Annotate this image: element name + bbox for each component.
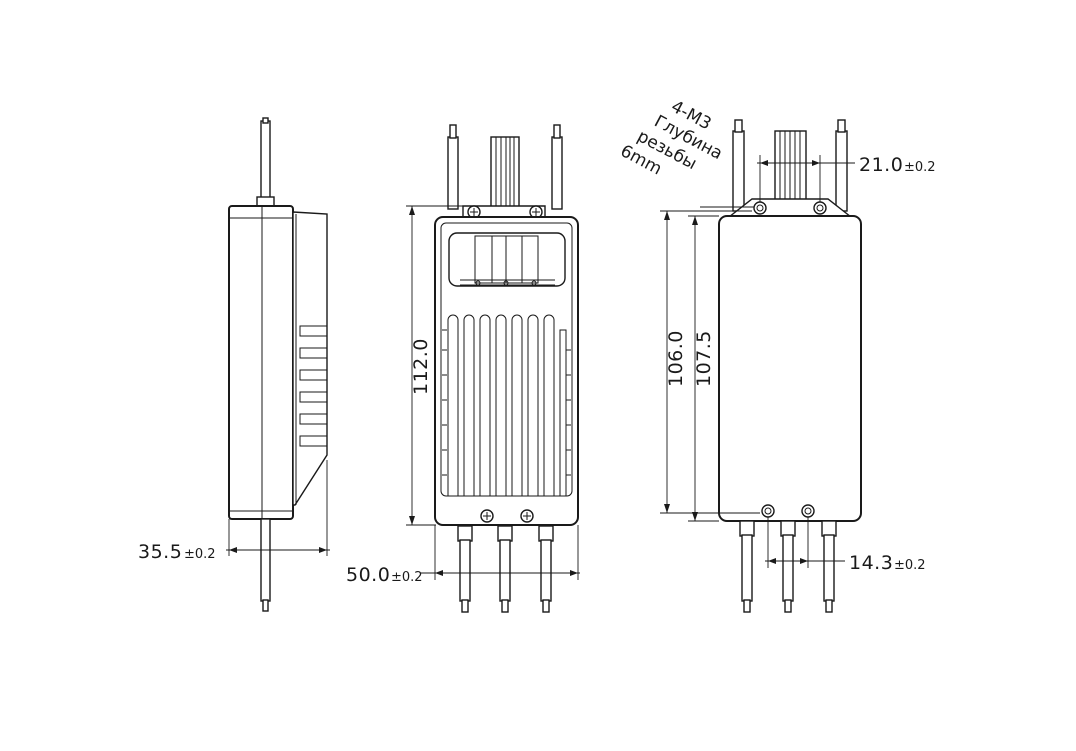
side-depth-tolerance: ±0.2 [184, 547, 216, 562]
rear-body-height-dimension [688, 215, 719, 522]
side-depth-dimension [226, 460, 330, 556]
side-depth-value: 35.5 [138, 541, 182, 563]
rear-bottom-spacing-tolerance: ±0.2 [894, 558, 926, 573]
rear-top-spacing-dimension [757, 155, 855, 202]
rear-view [718, 119, 862, 613]
front-height-value: 112.0 [410, 338, 432, 395]
rear-top-spacing-tolerance: ±0.2 [904, 160, 936, 175]
side-view [228, 117, 328, 612]
rear-hole-height-value: 106.0 [665, 330, 687, 387]
rear-body-height-value: 107.5 [693, 330, 715, 387]
front-width-dimension [420, 525, 580, 580]
front-width-value: 50.0 [346, 564, 390, 586]
rear-bottom-spacing-dimension [765, 517, 845, 568]
heatsink-fins [442, 314, 571, 496]
rear-top-spacing-value: 21.0 [859, 154, 903, 176]
rear-hole-height-dimension [660, 210, 760, 514]
front-width-tolerance: ±0.2 [391, 570, 423, 585]
thread-note: 4-M3 Глубина резьбы 6mm [617, 97, 726, 180]
front-view [434, 124, 579, 613]
rear-bottom-spacing-value: 14.3 [849, 552, 893, 574]
front-height-dimension [406, 205, 470, 526]
